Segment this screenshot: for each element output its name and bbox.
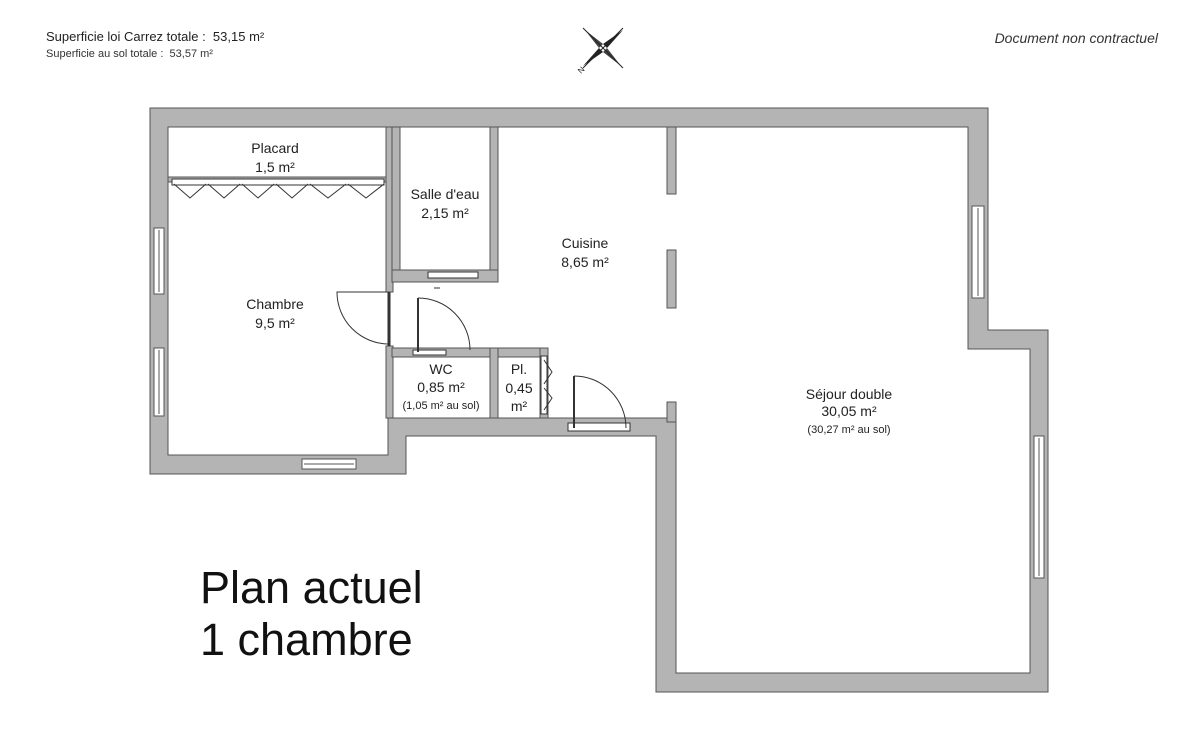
door-placard-wardrobe <box>171 178 385 199</box>
salle-eau-area: 2,15 m² <box>421 205 469 221</box>
plan-title: Plan actuel 1 chambre <box>200 562 423 666</box>
window-chambre-bottom <box>301 458 357 470</box>
wc-name: WC <box>429 361 452 377</box>
ground-area: Superficie au sol totale : 53,57 m² <box>46 48 213 60</box>
placard-small-name: Pl. <box>511 361 527 377</box>
sejour-area: 30,05 m² <box>821 403 877 419</box>
door-placard-small <box>540 355 553 415</box>
chambre-name: Chambre <box>246 296 304 312</box>
carrez-value: 53,15 m² <box>212 29 265 44</box>
door-salle-eau <box>427 271 479 289</box>
placard-area: 1,5 m² <box>255 159 295 175</box>
carrez-label: Superficie loi Carrez totale : <box>46 29 206 44</box>
carrez-area: Superficie loi Carrez totale : 53,15 m² <box>46 29 264 44</box>
cuisine-area: 8,65 m² <box>561 254 609 270</box>
sol-value: 53,57 m² <box>169 48 213 60</box>
room-labels: Placard 1,5 m² Salle d'eau 2,15 m² Cuisi… <box>246 140 892 436</box>
wc-note: (1,05 m² au sol) <box>402 400 479 412</box>
window-chambre-lower <box>153 347 165 417</box>
windows <box>153 205 1045 579</box>
plan-title-line2: 1 chambre <box>200 614 413 665</box>
compass-north-label: N <box>576 65 587 76</box>
doors <box>171 178 631 432</box>
sejour-note: (30,27 m² au sol) <box>807 424 890 436</box>
salle-eau-name: Salle d'eau <box>411 186 480 202</box>
outer-wall <box>149 107 1049 693</box>
sejour-name: Séjour double <box>806 386 893 402</box>
sol-label: Superficie au sol totale : <box>46 48 164 60</box>
placard-name: Placard <box>251 140 298 156</box>
placard-small-area: 0,45 <box>505 380 532 396</box>
door-wc <box>412 297 471 356</box>
window-chambre-upper <box>153 227 165 295</box>
interior-walls <box>167 126 677 423</box>
compass-icon: N <box>576 27 624 76</box>
window-sejour-right <box>1033 435 1045 579</box>
cuisine-name: Cuisine <box>562 235 609 251</box>
plan-title-line1: Plan actuel <box>200 562 423 613</box>
chambre-area: 9,5 m² <box>255 315 295 331</box>
door-entrance <box>567 375 631 432</box>
wc-area: 0,85 m² <box>417 379 465 395</box>
window-sejour-upper <box>971 205 985 299</box>
disclaimer: Document non contractuel <box>994 30 1158 46</box>
door-chambre <box>336 291 391 346</box>
placard-small-unit: m² <box>511 398 528 414</box>
